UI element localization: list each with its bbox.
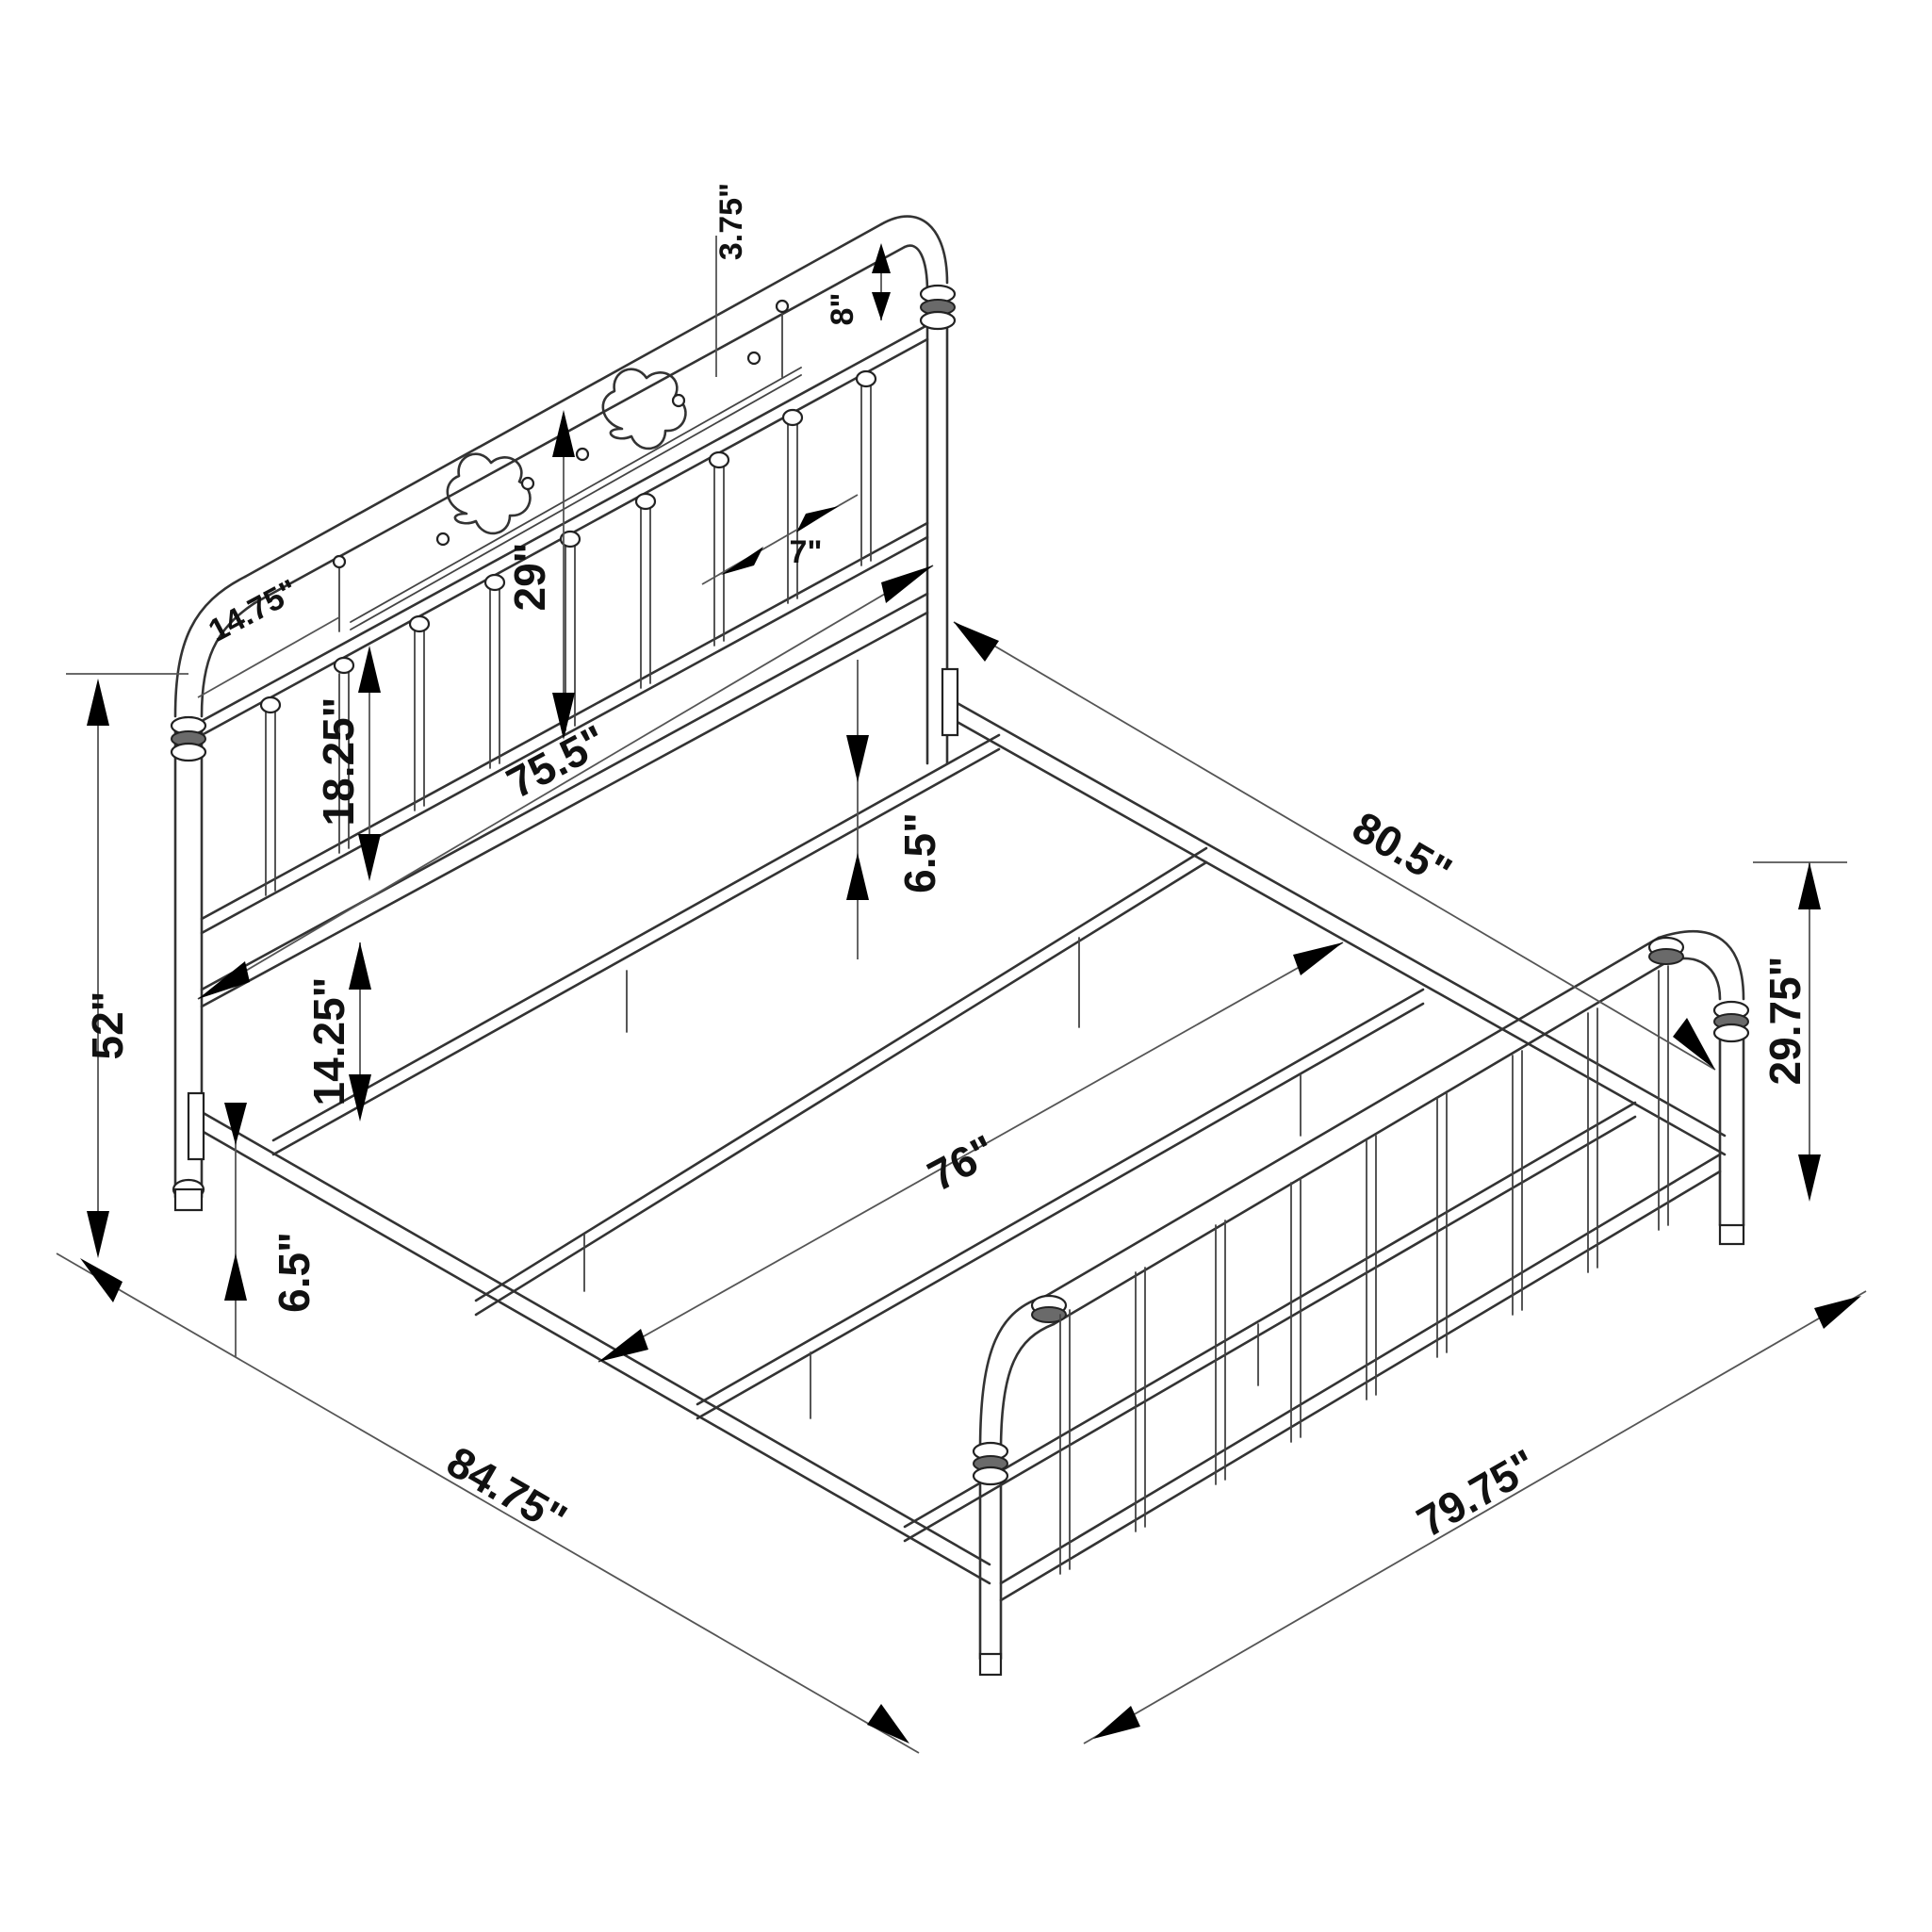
dim-inner-width: 76" [920, 1125, 1004, 1201]
footboard [972, 929, 1750, 1677]
dim-headboard-top-offset: 3.75" [713, 183, 749, 260]
dim-headboard-panel-height: 29" [505, 543, 554, 612]
dim-total-height: 52" [83, 991, 132, 1060]
slats [271, 733, 1637, 1543]
dim-lower-panel-height: 18.25" [314, 697, 363, 827]
dim-inner-length: 80.5" [1345, 802, 1460, 897]
dim-footboard-height: 29.75" [1760, 957, 1809, 1086]
dimension-lines [56, 236, 1867, 1754]
dim-overall-width: 79.75" [1409, 1439, 1546, 1546]
dim-spindle-spacing: 7" [789, 534, 822, 570]
quatrefoil-ornament-left [446, 452, 532, 535]
dim-curve-span: 14.75" [203, 573, 303, 649]
dim-floor-clearance: 6.5" [270, 1232, 319, 1313]
dim-headboard-top-gap: 8" [825, 292, 860, 325]
side-rails [187, 667, 1727, 1585]
dim-leg-clearance: 14.25" [304, 977, 353, 1106]
dim-overall-length: 84.75" [439, 1436, 576, 1543]
dim-rail-gap-head: 6.5" [895, 812, 944, 893]
dim-headboard-inner-width: 75.5" [499, 715, 614, 808]
quatrefoil-ornament-right [601, 368, 687, 450]
